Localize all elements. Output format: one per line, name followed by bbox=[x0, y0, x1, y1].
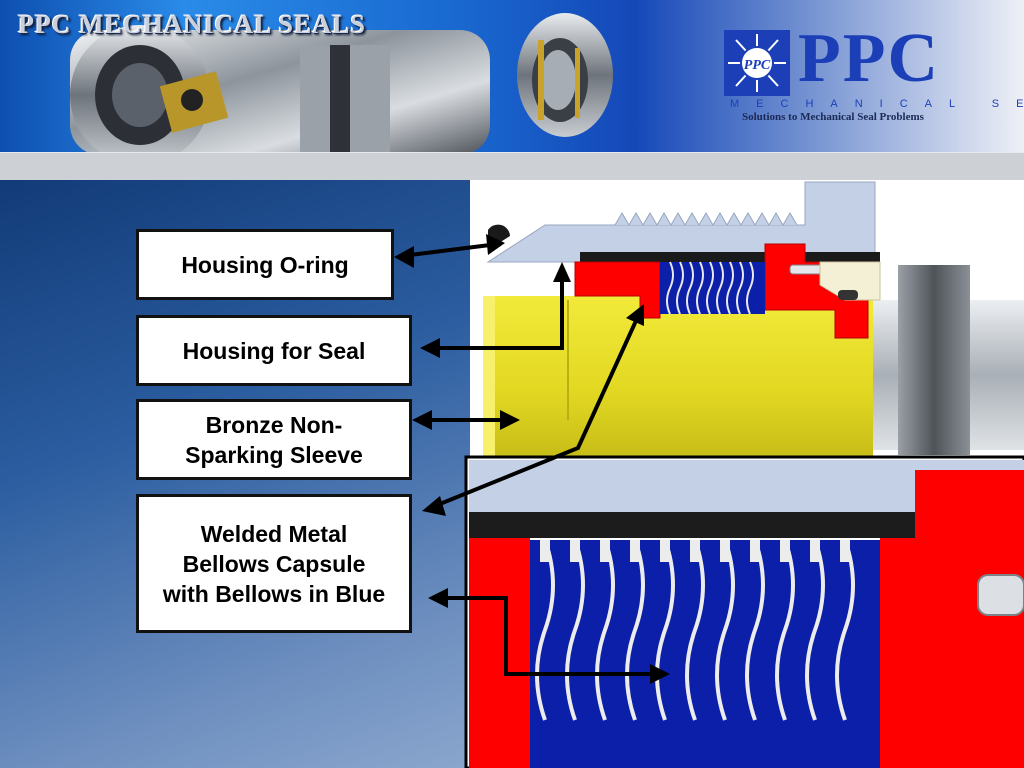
label-bronze-sleeve-text: Bronze Non- Sparking Sleeve bbox=[185, 411, 363, 468]
arrow-icon bbox=[401, 242, 662, 676]
sleeve-edge bbox=[483, 296, 495, 456]
arrowheads bbox=[394, 234, 670, 684]
bellows-small-convolutions bbox=[666, 261, 754, 315]
logo-subtitle: MECHANICAL SEALS bbox=[730, 98, 1024, 110]
bronze-sleeve bbox=[483, 296, 873, 456]
label-housing-for-seal: Housing for Seal bbox=[136, 315, 412, 386]
logo-monogram: PPC bbox=[744, 58, 771, 73]
label-housing-for-seal-text: Housing for Seal bbox=[182, 337, 366, 364]
face-oring bbox=[838, 290, 858, 300]
label-bellows-capsule-text: Welded Metal Bellows Capsule with Bellow… bbox=[162, 520, 386, 607]
inset-red-left bbox=[469, 538, 530, 768]
inset-bellows-tips bbox=[540, 540, 850, 562]
label-housing-oring-text: Housing O-ring bbox=[181, 251, 349, 278]
inset-red-right bbox=[880, 470, 1024, 768]
label-bellows-capsule: Welded Metal Bellows Capsule with Bellow… bbox=[136, 494, 412, 633]
seal-face bbox=[819, 261, 881, 301]
header-banner: PPC MECHANICAL SEALS PPC PPC MECHANICAL … bbox=[0, 0, 1024, 152]
header-title: PPC MECHANICAL SEALS bbox=[18, 10, 366, 39]
housing-threads bbox=[614, 212, 798, 226]
label-bronze-sleeve: Bronze Non- Sparking Sleeve bbox=[136, 399, 412, 480]
gland-plate bbox=[898, 265, 970, 455]
gray-divider-band bbox=[0, 152, 1024, 181]
inset-bellows-convolutions bbox=[535, 539, 855, 721]
seal-photo-icon bbox=[70, 13, 613, 152]
logo-tagline: Solutions to Mechanical Seal Problems bbox=[742, 111, 924, 123]
ppc-logo-icon: PPC bbox=[724, 30, 790, 96]
inset-drive-pin bbox=[977, 574, 1024, 616]
label-housing-oring: Housing O-ring bbox=[136, 229, 394, 300]
logo-wordmark: PPC bbox=[798, 20, 941, 97]
